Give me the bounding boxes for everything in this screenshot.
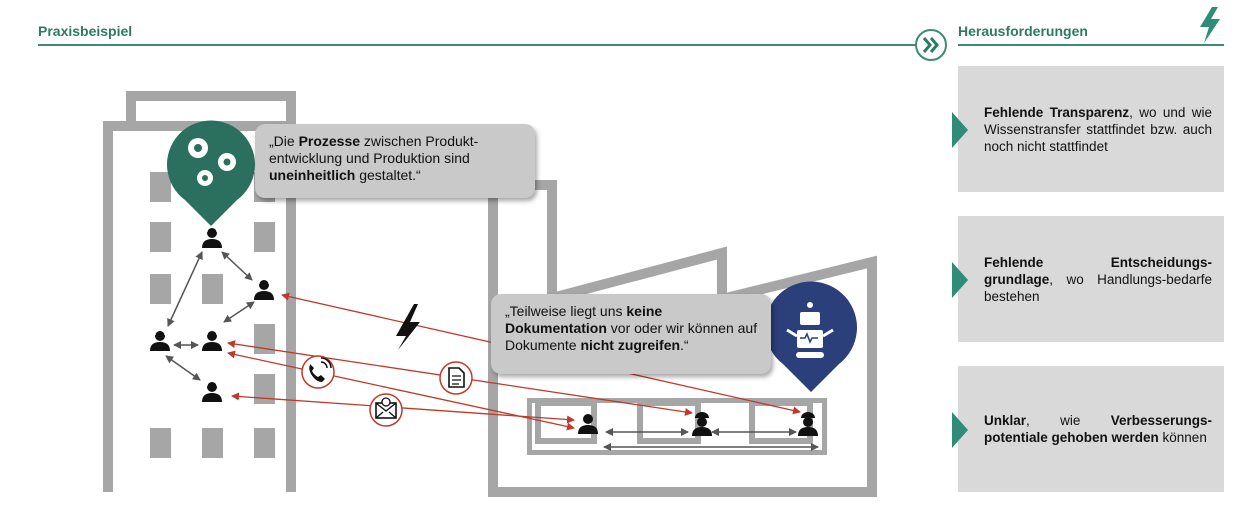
quote-text: „Teilweise liegt uns <box>505 303 627 319</box>
quote-text: zwischen Produkt-entwicklung und Produkt… <box>269 133 479 166</box>
quote-bubble-documentation: „Teilweise liegt uns keine Dokumentation… <box>491 294 771 374</box>
quote-text: gestaltet.“ <box>355 167 421 183</box>
worker-helmet-icon <box>798 412 818 436</box>
challenge-text: , wo und wie Wissenstransfer stattfindet… <box>984 104 1213 154</box>
headset-person-icon <box>202 380 222 402</box>
challenge-card-improvement: Unklar, wie Verbesserungs-potentiale geh… <box>958 366 1224 492</box>
robot-pin <box>765 281 858 392</box>
worker-helmet-icon <box>692 412 712 436</box>
quote-emphasis: keine Dokumentation <box>505 303 663 336</box>
challenge-marker <box>952 262 968 298</box>
headset-person-icon <box>150 329 170 351</box>
quote-text: vor oder wir können auf Dokumente <box>505 320 758 353</box>
internal-connectors <box>165 251 819 451</box>
phone-icon <box>301 355 335 389</box>
challenge-emphasis: Verbesserungs-potentiale gehoben werden <box>984 413 1212 445</box>
challenge-emphasis: Fehlende Transparenz <box>984 104 1130 120</box>
quote-emphasis: uneinheitlich <box>269 167 356 183</box>
challenge-text: , wo Handlungs-bedarfe bestehen <box>984 271 1212 304</box>
headset-person-icon <box>202 329 222 351</box>
gears-pin <box>167 120 256 226</box>
quote-bubble-process: „Die Prozesse zwischen Produkt-entwicklu… <box>255 124 535 198</box>
office-employees <box>150 226 274 402</box>
lightning-bolt-icon <box>1200 7 1220 43</box>
quote-text: .“ <box>680 337 689 353</box>
section-title-right: Herausforderungen <box>958 23 1088 39</box>
challenge-marker <box>952 412 968 448</box>
robot-icon <box>786 302 834 358</box>
header-divider-left <box>38 44 916 46</box>
section-title-left: Praxisbeispiel <box>38 23 133 39</box>
challenge-card-transparency: Fehlende Transparenz, wo und wie Wissens… <box>958 66 1224 192</box>
headset-person-icon <box>578 414 598 434</box>
quote-text: „Die <box>269 133 299 149</box>
challenge-emphasis: Unklar <box>984 413 1027 428</box>
process-diagram <box>103 91 877 497</box>
headset-person-icon <box>202 226 222 248</box>
conflict-lightning-icon <box>396 304 420 350</box>
factory-workers <box>578 412 818 436</box>
quote-emphasis: nicht zugreifen <box>580 337 681 353</box>
challenge-card-decision: Fehlende Entscheidungs-grundlage, wo Han… <box>958 216 1224 342</box>
challenge-text: , wie <box>1026 413 1111 428</box>
challenge-marker <box>952 112 968 148</box>
challenge-text: können <box>1158 430 1207 445</box>
header-divider-right <box>958 44 1224 46</box>
email-icon <box>369 393 403 427</box>
challenge-emphasis: Fehlende Entscheidungs-grundlage <box>984 254 1212 287</box>
document-icon <box>439 361 473 395</box>
quote-emphasis: Prozesse <box>298 133 361 149</box>
headset-person-icon <box>254 278 274 300</box>
double-chevron-right-icon <box>915 29 947 61</box>
gears-icon <box>188 138 236 186</box>
